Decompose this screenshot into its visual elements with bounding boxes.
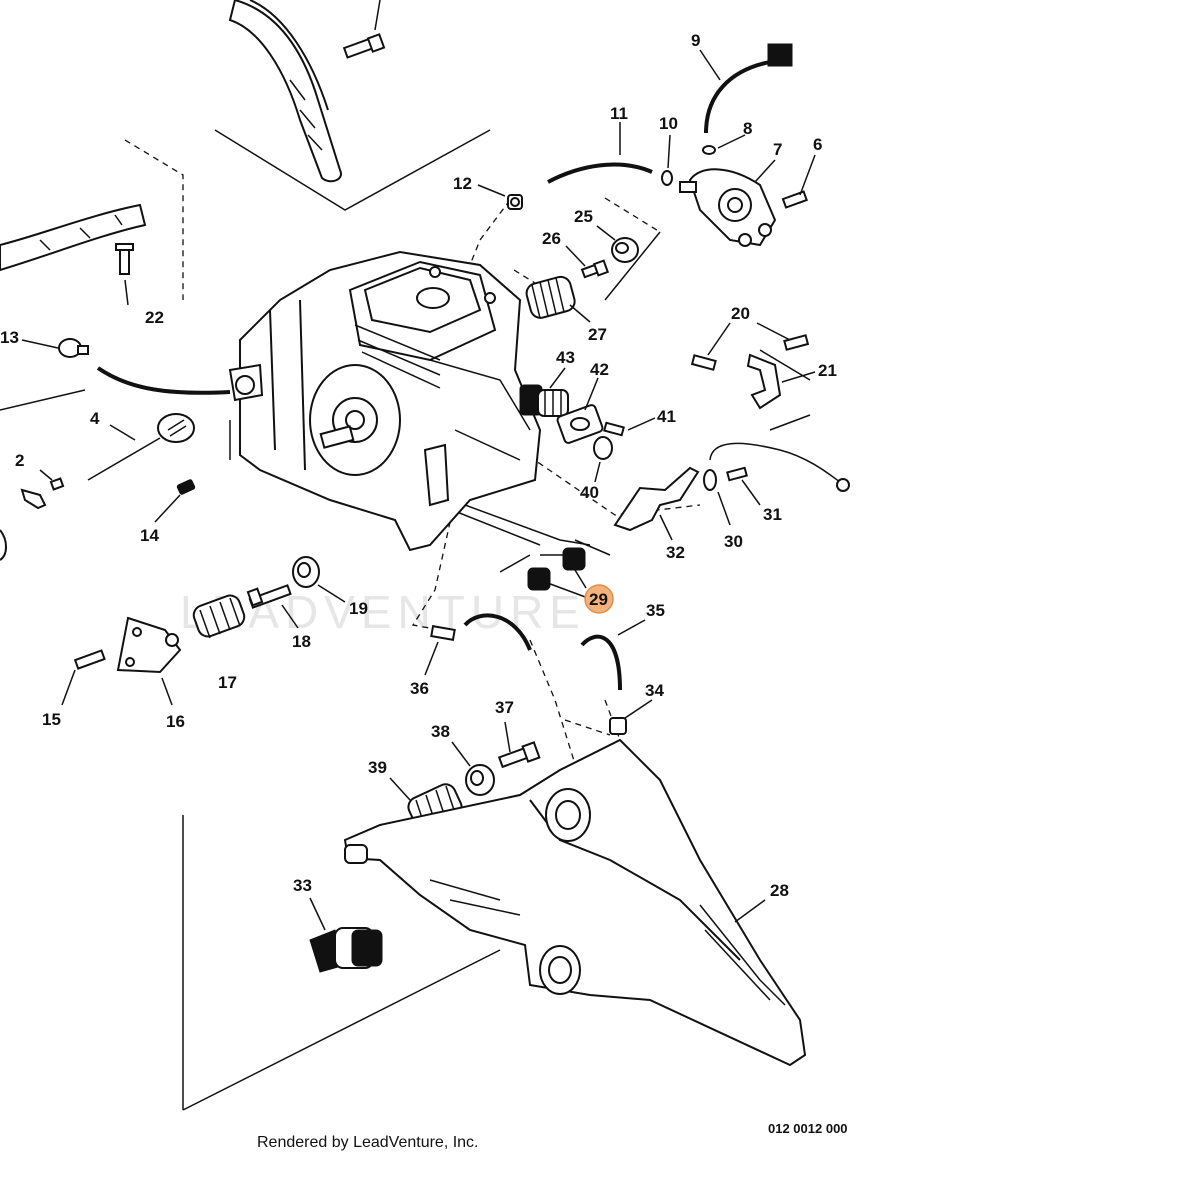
callout-18[interactable]: 18 — [292, 632, 311, 651]
hose-35 — [580, 634, 622, 691]
callout-19[interactable]: 19 — [349, 599, 368, 618]
intake-boot-43 — [519, 384, 569, 417]
clip-2 — [0, 477, 65, 561]
cable-30 — [703, 442, 850, 492]
callout-39[interactable]: 39 — [368, 758, 387, 777]
o-ring-40 — [593, 436, 613, 460]
callout-12[interactable]: 12 — [453, 174, 472, 193]
callout-36[interactable]: 36 — [410, 679, 429, 698]
callout-37[interactable]: 37 — [495, 698, 514, 717]
screw-top — [342, 0, 386, 59]
watermark: LEADVENTURE — [180, 586, 586, 638]
callout-30[interactable]: 30 — [724, 532, 743, 551]
hose-11 — [547, 162, 673, 186]
callout-27[interactable]: 27 — [588, 325, 607, 344]
callout-16[interactable]: 16 — [166, 712, 185, 731]
cable-13 — [58, 338, 231, 395]
buffers-29 — [527, 547, 586, 591]
callout-20[interactable]: 20 — [731, 304, 750, 323]
oil-pump-7 — [679, 168, 777, 247]
callout-15[interactable]: 15 — [42, 710, 61, 729]
spring-17 — [192, 594, 246, 639]
callout-33[interactable]: 33 — [293, 876, 312, 895]
leader-lines — [21, 49, 816, 931]
callout-8[interactable]: 8 — [743, 119, 752, 138]
nut-25 — [611, 237, 639, 263]
callout-35[interactable]: 35 — [646, 601, 665, 620]
nut-12 — [507, 194, 523, 210]
render-credit: Rendered by LeadVenture, Inc. — [257, 1134, 479, 1151]
callout-2[interactable]: 2 — [15, 451, 24, 470]
callout-38[interactable]: 38 — [431, 722, 450, 741]
callout-40[interactable]: 40 — [580, 483, 599, 502]
washer-8 — [702, 145, 716, 155]
hose-36 — [463, 613, 532, 651]
wire-4 — [87, 413, 195, 481]
bolts-20 — [690, 334, 810, 371]
bolt-26 — [580, 259, 610, 279]
callout-7[interactable]: 7 — [773, 140, 782, 159]
bolt-22 — [115, 243, 134, 275]
callout-labels: 2 4 6 7 8 9 10 11 12 13 14 15 16 17 18 1… — [0, 31, 837, 900]
cable-9 — [704, 43, 793, 134]
bolt-37 — [497, 741, 541, 769]
front-handle-bar — [0, 0, 342, 272]
callout-22[interactable]: 22 — [145, 308, 164, 327]
callout-14[interactable]: 14 — [140, 526, 159, 545]
callout-43[interactable]: 43 — [556, 348, 575, 367]
bracket-21 — [746, 353, 782, 410]
highlight-marker-29[interactable] — [584, 584, 614, 614]
callout-25[interactable]: 25 — [574, 207, 593, 226]
callout-28[interactable]: 28 — [770, 881, 789, 900]
callout-6[interactable]: 6 — [813, 135, 822, 154]
screw-15 — [73, 649, 106, 670]
callout-4[interactable]: 4 — [90, 409, 100, 428]
screw-6 — [781, 190, 808, 209]
plate-16 — [116, 616, 182, 674]
nut-38 — [465, 764, 495, 796]
gasket-42 — [556, 404, 604, 444]
intake-boot-33 — [309, 927, 383, 973]
callout-13[interactable]: 13 — [0, 328, 19, 347]
callout-17[interactable]: 17 — [218, 673, 237, 692]
rear-handle-28 — [343, 738, 807, 1067]
fitting-36 — [430, 625, 456, 641]
diagram-reference-number: 012 0012 000 — [768, 1121, 848, 1136]
callout-26[interactable]: 26 — [542, 229, 561, 248]
bolt-41 — [603, 421, 625, 437]
callout-9[interactable]: 9 — [691, 31, 700, 50]
screw-31 — [726, 466, 748, 482]
callout-32[interactable]: 32 — [666, 543, 685, 562]
nut-19 — [292, 556, 320, 588]
callout-42[interactable]: 42 — [590, 360, 609, 379]
cap-34 — [609, 717, 627, 735]
callout-10[interactable]: 10 — [659, 114, 678, 133]
callout-41[interactable]: 41 — [657, 407, 676, 426]
spring-14 — [176, 479, 196, 495]
callout-21[interactable]: 21 — [818, 361, 837, 380]
callout-29[interactable]: 29 — [589, 590, 608, 609]
callout-31[interactable]: 31 — [763, 505, 782, 524]
spring-27 — [525, 275, 576, 319]
bolt-18 — [246, 584, 292, 609]
callout-11[interactable]: 11 — [610, 104, 628, 123]
crankcase-assembly — [228, 250, 542, 552]
callout-34[interactable]: 34 — [645, 681, 664, 700]
lever-32 — [613, 466, 700, 532]
